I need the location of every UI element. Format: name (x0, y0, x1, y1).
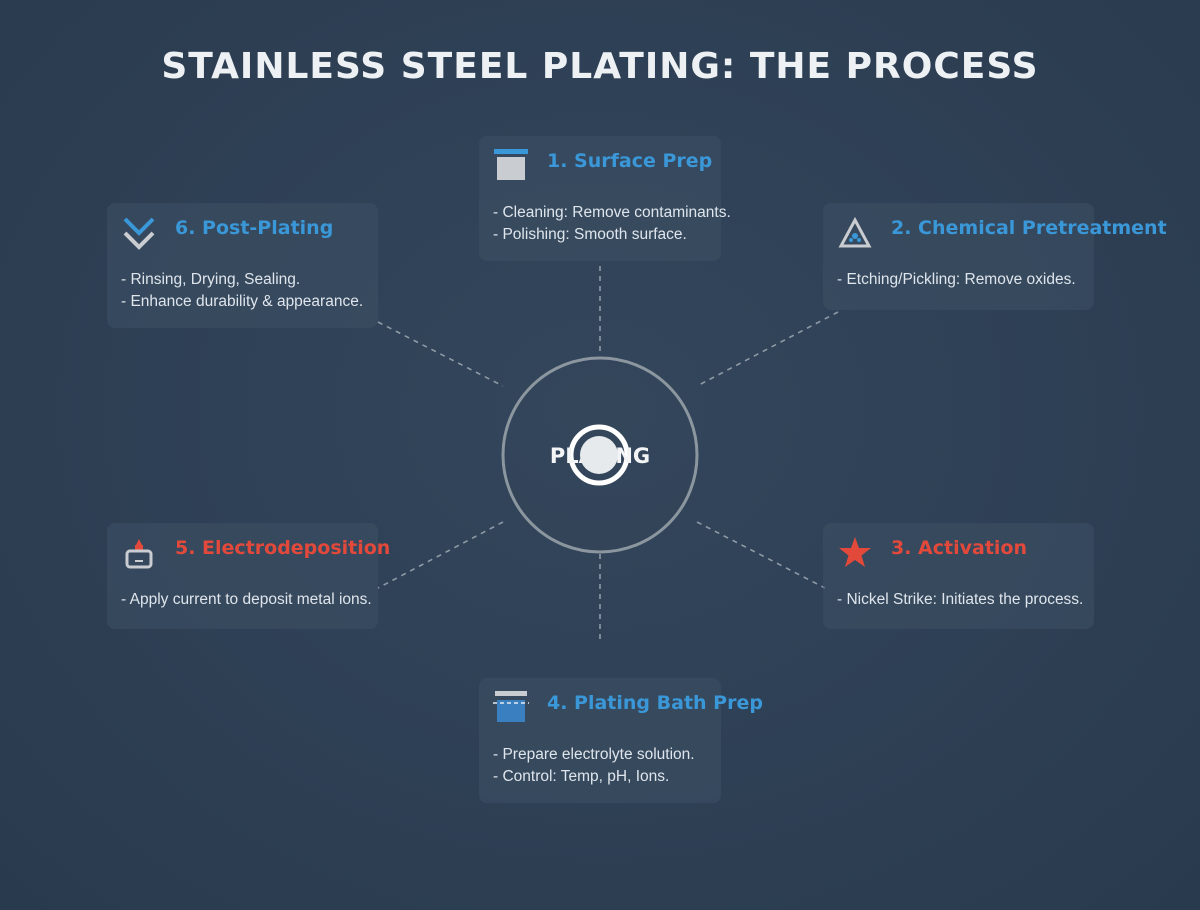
step-card-plating-bath-prep[interactable]: 4. Plating Bath Prep - Prepare electroly… (479, 678, 763, 803)
step-card-chemical-pretreatment[interactable]: 2. Chemical Pretreatment - Etching/Pickl… (823, 203, 1167, 310)
step-heading: 3. Activation (891, 537, 1027, 559)
battery-flame-icon (125, 539, 153, 569)
step-line: - Etching/Pickling: Remove oxides. (837, 271, 1076, 288)
bath-tank-icon (493, 691, 529, 722)
step-heading: 1. Surface Prep (547, 150, 713, 172)
center-label: PLATING (549, 444, 651, 468)
step-heading: 2. Chemical Pretreatment (891, 217, 1167, 239)
step-heading: 5. Electrodeposition (175, 537, 391, 559)
step-card-post-plating[interactable]: 6. Post-Plating - Rinsing, Drying, Seali… (107, 203, 378, 328)
step-line: - Nickel Strike: Initiates the process. (837, 591, 1084, 608)
star-icon (839, 537, 871, 567)
center-ring-inner-icon (568, 424, 630, 486)
step-heading: 6. Post-Plating (175, 217, 334, 239)
connector-step-2 (696, 311, 839, 387)
step-line: - Enhance durability & appearance. (121, 293, 364, 310)
step-heading: 4. Plating Bath Prep (547, 692, 763, 714)
step-line: - Control: Temp, pH, Ions. (493, 768, 670, 785)
step-line: - Polishing: Smooth surface. (493, 226, 687, 243)
connector-step-3 (696, 521, 826, 589)
step-line: - Apply current to deposit metal ions. (121, 591, 372, 608)
step-line: - Cleaning: Remove contaminants. (493, 204, 731, 221)
connector-step-6 (377, 321, 504, 387)
step-card-activation[interactable]: 3. Activation - Nickel Strike: Initiates… (823, 523, 1094, 629)
diagram-title: STAINLESS STEEL PLATING: THE PROCESS (161, 46, 1039, 87)
double-chevron-down-icon (123, 217, 155, 250)
connector-step-5 (377, 521, 504, 589)
step-line: - Rinsing, Drying, Sealing. (121, 271, 301, 288)
container-box-icon (494, 149, 528, 180)
warning-triangle-icon (838, 216, 872, 248)
step-card-electrodeposition[interactable]: 5. Electrodeposition - Apply current to … (107, 523, 390, 629)
step-line: - Prepare electrolyte solution. (493, 746, 695, 763)
step-card-surface-prep[interactable]: 1. Surface Prep - Cleaning: Remove conta… (479, 136, 731, 261)
